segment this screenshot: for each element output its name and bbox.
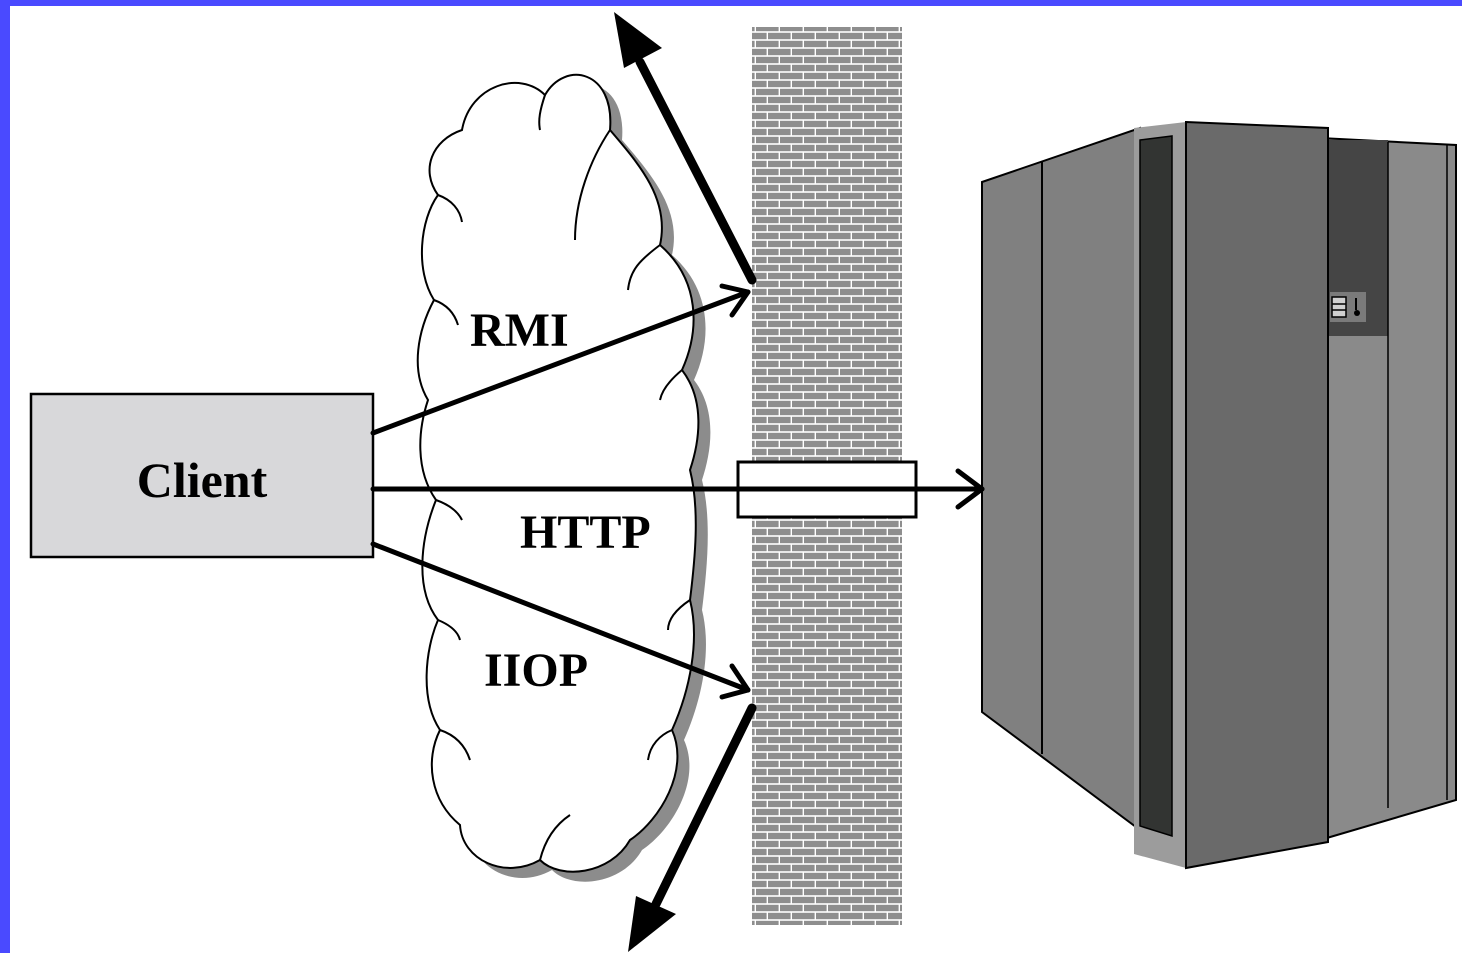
- frame-left-border: [0, 0, 10, 953]
- http-label: HTTP: [520, 506, 651, 559]
- brick-firewall-icon: [736, 27, 918, 925]
- client-box: [29, 392, 375, 559]
- cloud-inner-curves: [433, 94, 691, 861]
- rmi-arrow-line: [370, 289, 751, 436]
- iiop-arrow-line: [370, 541, 751, 693]
- client-node: Client: [29, 392, 375, 559]
- rmi-deflect-head: [614, 12, 662, 68]
- iiop-deflect-head: [628, 896, 676, 952]
- server-control-panel: [1330, 292, 1366, 322]
- iiop-deflect-line: [651, 703, 757, 909]
- server-left-panel: [981, 126, 1141, 832]
- rmi-label: RMI: [470, 304, 569, 357]
- server-front-door: [1185, 120, 1329, 870]
- deflection-arrows: [614, 12, 757, 952]
- cloud-body: [416, 73, 700, 873]
- mainframe-server-icon: [981, 120, 1457, 870]
- server-front-dark-stripe: [1139, 135, 1173, 838]
- connection-arrows: [370, 283, 985, 700]
- frame-top-border: [0, 0, 1462, 6]
- client-label: Client: [137, 452, 268, 508]
- http-arrow-head: [955, 468, 985, 510]
- iiop-arrow-head: [719, 663, 751, 700]
- network-cloud-icon: [416, 73, 711, 882]
- iiop-label: IIOP: [484, 644, 588, 697]
- rmi-deflect-line: [635, 57, 757, 285]
- rmi-arrow-head: [719, 283, 751, 318]
